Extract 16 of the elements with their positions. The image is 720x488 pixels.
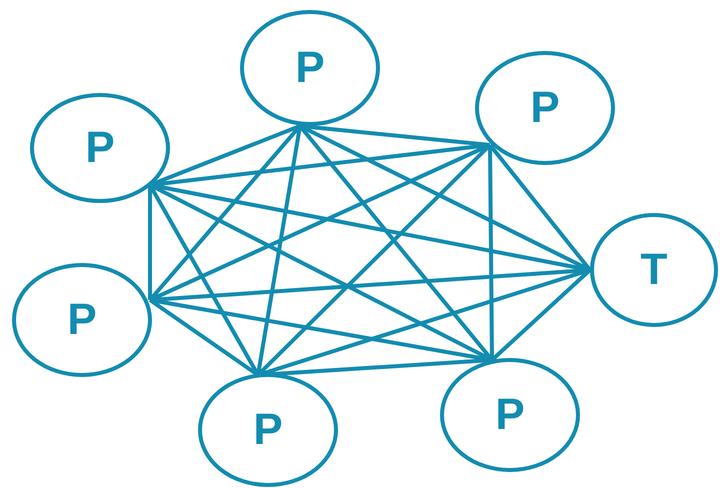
ellipse-node [198, 373, 338, 487]
node-label: P [67, 298, 97, 342]
ellipse-node [30, 93, 170, 203]
connector-line [488, 144, 494, 360]
ellipse-node [590, 213, 718, 327]
ellipse-node [440, 358, 580, 472]
node-label: T [640, 248, 668, 292]
node-label: P [295, 46, 325, 90]
node-label: P [85, 126, 115, 170]
connector-line [148, 185, 152, 300]
node-label: P [495, 393, 525, 437]
ellipse-node [240, 10, 380, 126]
ellipse-node [475, 51, 615, 165]
node-label: P [253, 408, 283, 452]
node-label: P [530, 86, 560, 130]
ellipse-node [12, 263, 152, 377]
